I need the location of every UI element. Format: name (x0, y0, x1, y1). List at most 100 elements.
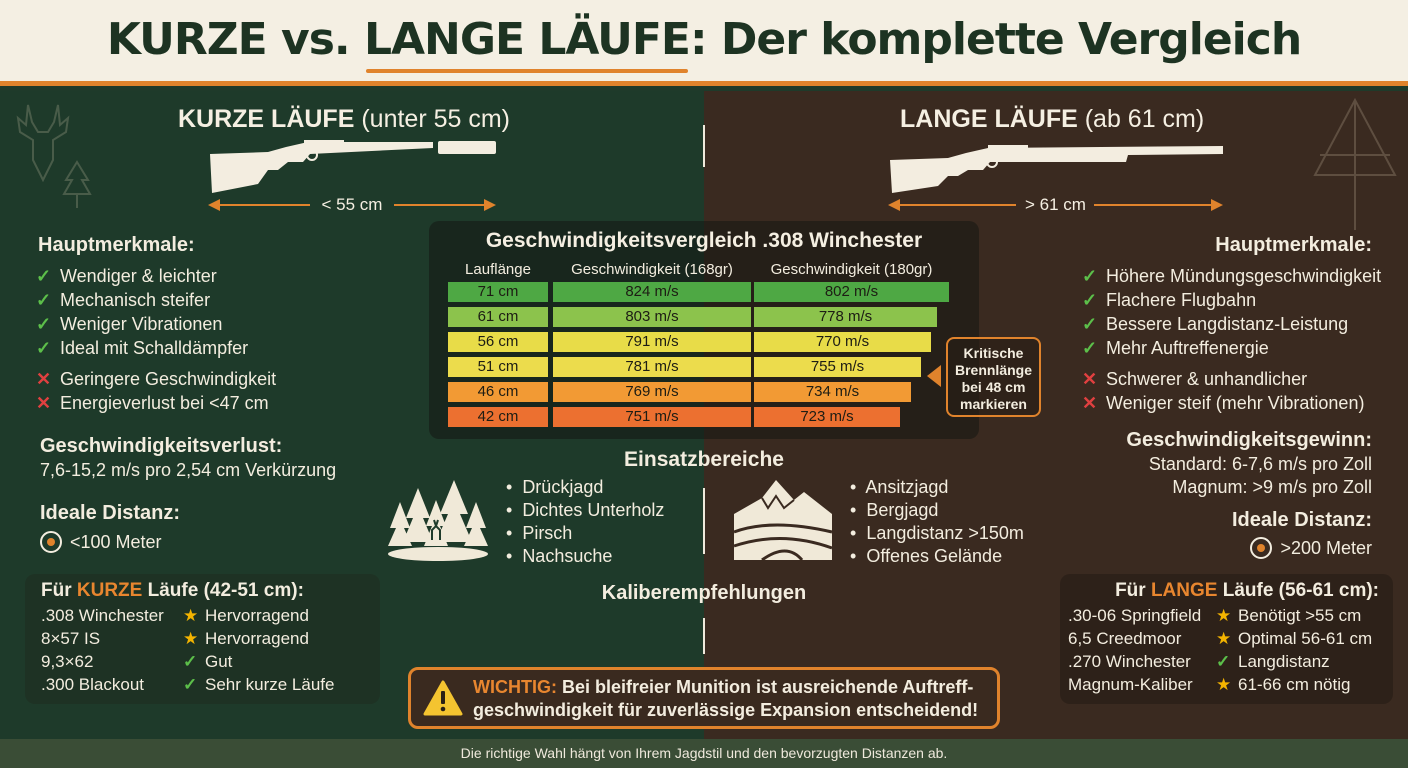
long-cons-list: ✕Schwerer & unhandlicher ✕Weniger steif … (1082, 367, 1364, 415)
check-icon: ✓ (1216, 652, 1231, 671)
caliber-rating: ★Benötigt >55 cm (1216, 606, 1362, 625)
check-icon: ✓ (1082, 314, 1098, 334)
caliber-rating: ✓Langdistanz (1216, 652, 1330, 671)
uses-title: Einsatzbereiche (624, 448, 784, 471)
short-calibers-panel: Für KURZE Läufe (42-51 cm): .308 Winches… (25, 574, 380, 704)
short-distance-title: Ideale Distanz: (40, 502, 181, 524)
short-cons-list: ✕Geringere Geschwindigkeit ✕Energieverlu… (36, 367, 276, 415)
list-item: ✓Mehr Auftreffenergie (1082, 338, 1269, 358)
column-header: Geschwindigkeit (168gr) (571, 261, 733, 278)
list-item: • Dichtes Unterholz (506, 500, 665, 520)
star-icon: ★ (183, 629, 199, 648)
list-item: • Pirsch (506, 523, 573, 543)
list-item: ✓Mechanisch steifer (36, 290, 211, 310)
mountain-icon (733, 480, 833, 562)
target-icon (1250, 537, 1273, 559)
list-item: • Langdistanz >150m (850, 523, 1024, 543)
check-icon: ✓ (1082, 266, 1098, 286)
callout-arrow-icon (927, 365, 941, 387)
warning-icon (423, 680, 463, 716)
check-icon: ✓ (183, 652, 198, 671)
title-underlined: LANGE LÄUFE (363, 14, 691, 73)
long-calibers-title: Für LANGE Läufe (56-61 cm): (1115, 580, 1379, 601)
caliber-row: .30-06 Springfield (1068, 606, 1202, 625)
list-item: ✓Wendiger & leichter (36, 266, 217, 286)
warning-text: WICHTIG: Bei bleifreier Munition ist aus… (473, 677, 979, 720)
long-speed-gain-standard: Standard: 6-7,6 m/s pro Zoll (1148, 454, 1372, 474)
check-icon: ✓ (1082, 338, 1098, 358)
check-icon: ✓ (1082, 290, 1098, 310)
geometric-pattern-icon (1313, 97, 1397, 230)
list-item: • Drückjagd (506, 477, 604, 497)
short-distance: <100 Meter (40, 531, 162, 554)
cross-icon: ✕ (36, 369, 52, 389)
caliber-rating: ★Hervorragend (183, 606, 309, 625)
list-item: ✕Schwerer & unhandlicher (1082, 369, 1308, 389)
list-item: ✓Flachere Flugbahn (1082, 290, 1257, 310)
cross-icon: ✕ (1082, 393, 1098, 413)
list-item: • Ansitzjagd (850, 477, 949, 497)
short-barrel-heading: KURZE LÄUFE (unter 55 cm) (178, 105, 510, 133)
short-rifle-icon (210, 140, 496, 193)
check-icon: ✓ (36, 314, 52, 334)
short-speed-loss-text: 7,6-15,2 m/s pro 2,54 cm Verkürzung (40, 460, 337, 480)
list-item: ✓Ideal mit Schalldämpfer (36, 338, 249, 358)
page-title: KURZE vs. LANGE LÄUFE: Der komplette Ver… (106, 14, 1302, 73)
short-speed-loss-title: Geschwindigkeitsverlust: (40, 435, 283, 457)
star-icon: ★ (183, 606, 199, 625)
long-speed-gain-magnum: Magnum: >9 m/s pro Zoll (1172, 477, 1372, 497)
star-icon: ★ (1216, 675, 1232, 694)
long-length-indicator: > 61 cm (888, 195, 1223, 215)
check-icon: ✓ (36, 266, 52, 286)
critical-length-callout: Kritische Brennlänge bei 48 cm markieren (946, 337, 1041, 417)
short-length-indicator: < 55 cm (208, 195, 496, 215)
cross-icon: ✕ (1082, 369, 1098, 389)
short-calibers-title: Für KURZE Läufe (42-51 cm): (41, 580, 304, 601)
center-divider (703, 125, 705, 167)
list-item: • Bergjagd (850, 500, 939, 520)
deer-head-icon (16, 104, 70, 183)
caliber-rating: ✓Sehr kurze Läufe (183, 675, 335, 694)
footer-note: Die richtige Wahl hängt von Ihrem Jagdst… (0, 739, 1408, 768)
pine-tree-icon (62, 160, 92, 208)
long-rifle-icon (890, 145, 1223, 193)
list-item: ✓Weniger Vibrationen (36, 314, 223, 334)
caliber-rating: ★Optimal 56-61 cm (1216, 629, 1373, 648)
long-calibers-panel: Für LANGE Läufe (56-61 cm): .30-06 Sprin… (1060, 574, 1393, 704)
caliber-row: Magnum-Kaliber (1068, 675, 1193, 694)
caliber-rating: ✓Gut (183, 652, 233, 671)
caliber-row: .308 Winchester (41, 606, 164, 625)
caliber-rating: ★Hervorragend (183, 629, 309, 648)
list-item: ✓Bessere Langdistanz-Leistung (1082, 314, 1349, 334)
caliber-row: 8×57 IS (41, 629, 101, 648)
check-icon: ✓ (36, 290, 52, 310)
star-icon: ★ (1216, 629, 1232, 648)
short-features-title: Hauptmerkmale: (38, 234, 195, 256)
long-distance-title: Ideale Distanz: (1231, 509, 1372, 531)
cross-icon: ✕ (36, 393, 52, 413)
long-features-title: Hauptmerkmale: (1215, 234, 1372, 256)
header: KURZE vs. LANGE LÄUFE: Der komplette Ver… (0, 0, 1408, 86)
caliber-row: .300 Blackout (41, 675, 145, 694)
list-item: ✓Höhere Mündungsgeschwindigkeit (1082, 266, 1382, 286)
column-header: Geschwindigkeit (180gr) (770, 261, 933, 278)
long-barrel-heading: LANGE LÄUFE (ab 61 cm) (900, 105, 1205, 133)
warning-box: WICHTIG: Bei bleifreier Munition ist aus… (408, 667, 1000, 729)
short-uses-list: • Drückjagd • Dichtes Unterholz • Pirsch… (506, 476, 664, 568)
list-item: • Offenes Gelände (850, 546, 1003, 566)
list-item: • Nachsuche (506, 546, 613, 566)
forest-icon (388, 480, 488, 561)
list-item: ✕Geringere Geschwindigkeit (36, 369, 277, 389)
short-pros-list: ✓Wendiger & leichter ✓Mechanisch steifer… (36, 264, 248, 360)
caliber-row: 6,5 Creedmoor (1068, 629, 1182, 648)
calibers-title: Kaliberempfehlungen (601, 582, 807, 604)
speed-comparison-table: Geschwindigkeitsvergleich .308 Wincheste… (429, 221, 979, 439)
long-speed-gain-title: Geschwindigkeitsgewinn: (1126, 429, 1372, 451)
caliber-rating: ★61-66 cm nötig (1216, 675, 1351, 694)
star-icon: ★ (1216, 606, 1232, 625)
target-icon (40, 531, 62, 553)
center-divider (703, 488, 705, 554)
column-header: Lauflänge (465, 261, 531, 278)
list-item: ✕Weniger steif (mehr Vibrationen) (1082, 393, 1365, 413)
long-distance: >200 Meter (1250, 537, 1372, 560)
